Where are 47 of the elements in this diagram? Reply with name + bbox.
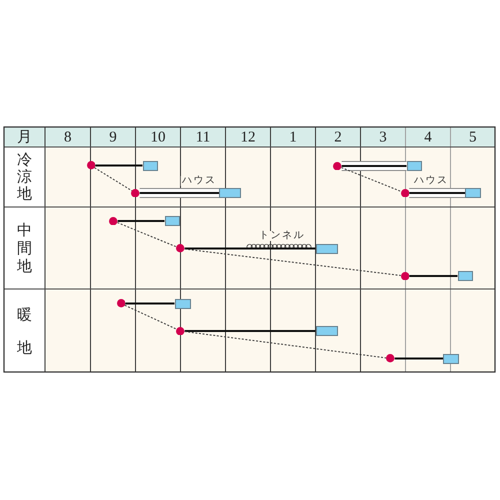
- dot-marker: [116, 299, 126, 308]
- dotted-line: [124, 304, 178, 330]
- dot-marker: [131, 188, 140, 198]
- house-band: [409, 188, 465, 198]
- row-header: 中間地: [16, 221, 33, 275]
- column-header: 12: [240, 130, 256, 145]
- box-marker: [443, 354, 459, 364]
- box-marker: [458, 271, 473, 281]
- column-header: 9: [109, 130, 117, 145]
- column-header: 4: [424, 130, 432, 145]
- dot-marker: [400, 272, 410, 280]
- dot-marker: [176, 326, 185, 336]
- dot-marker: [176, 244, 185, 253]
- dotted-line: [184, 331, 387, 358]
- connector-line: [394, 358, 443, 360]
- column-header: 11: [196, 130, 210, 145]
- dotted-line: [340, 167, 402, 192]
- dot-marker: [333, 162, 342, 170]
- box-marker: [219, 188, 240, 198]
- box-marker: [406, 161, 422, 171]
- column-header: 8: [64, 130, 72, 145]
- column-header: 2: [334, 130, 342, 145]
- connector-line: [409, 275, 458, 277]
- house-band: [342, 161, 406, 171]
- box-marker: [465, 188, 480, 198]
- house-band: [140, 188, 219, 198]
- dotted-line: [94, 167, 132, 192]
- dot-marker: [109, 216, 118, 226]
- connector-line: [125, 302, 174, 304]
- connector-line: [184, 248, 316, 250]
- connector-line: [118, 220, 164, 222]
- connector-line: [184, 330, 316, 332]
- column-header: 1: [289, 130, 297, 145]
- dot-marker: [386, 354, 395, 363]
- dot-marker: [400, 188, 410, 198]
- connector-line: [95, 164, 142, 166]
- box-marker: [164, 216, 180, 226]
- dot-marker: [86, 161, 96, 170]
- dotted-line: [184, 248, 402, 276]
- column-header: 5: [469, 130, 476, 145]
- column-header: 3: [379, 130, 387, 145]
- column-header: 月: [17, 130, 32, 145]
- row-header: 暖地: [16, 304, 33, 358]
- row-header: 冷涼地: [16, 152, 33, 202]
- column-header: 10: [150, 130, 166, 145]
- dotted-line: [116, 222, 178, 248]
- box-marker: [316, 326, 338, 336]
